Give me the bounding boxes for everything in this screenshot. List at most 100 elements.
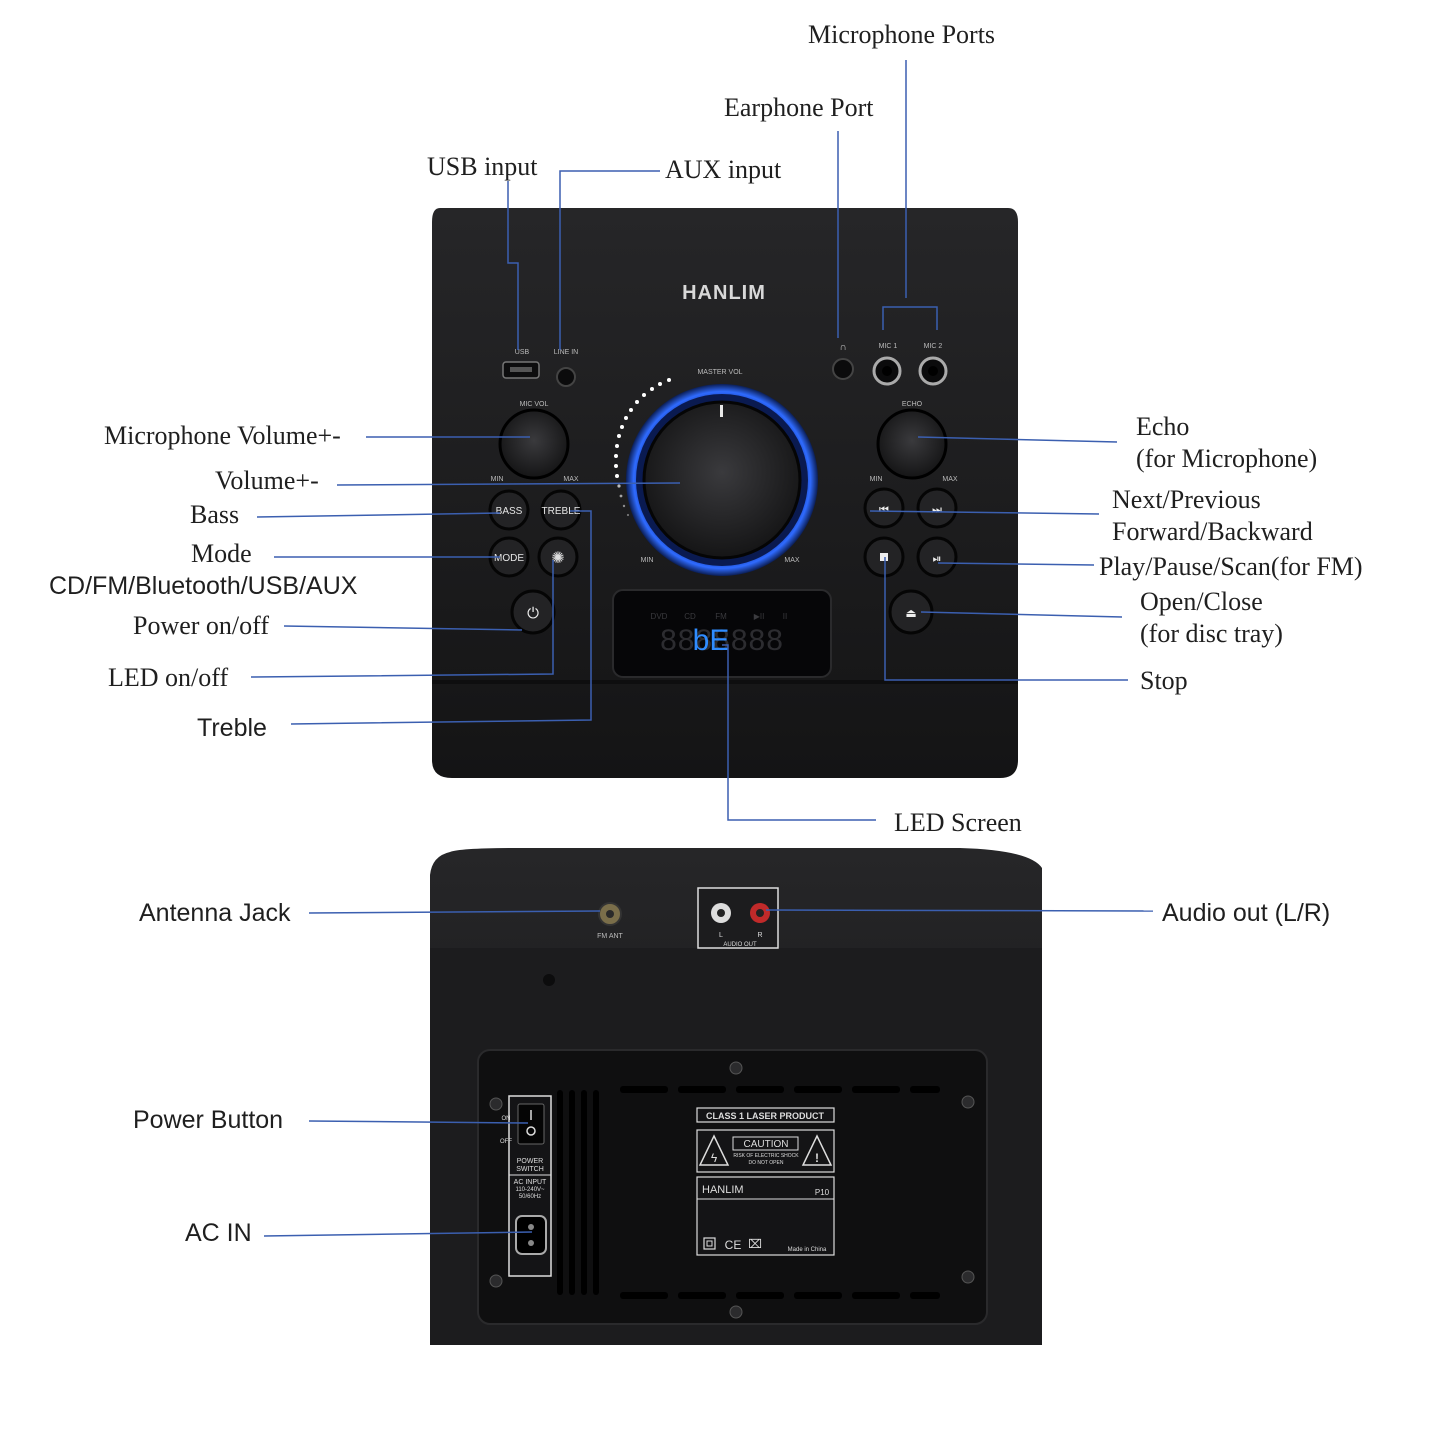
- label-echo: Echo (for Microphone): [1136, 414, 1317, 472]
- ac-input-text-3: 50/60Hz: [519, 1194, 541, 1200]
- fm-ant-label: FM ANT: [597, 933, 623, 940]
- vent-slots-top: [620, 1086, 940, 1093]
- display-digits-dim: 8888888: [660, 624, 784, 657]
- switch-on-label: ON: [502, 1116, 511, 1122]
- back-panel: FM ANT L R AUDIO OUT: [430, 848, 1042, 1345]
- echo-max: MAX: [942, 476, 958, 483]
- earphone-jack: [832, 358, 854, 380]
- leader-ac-in: [263, 1231, 533, 1237]
- warning-icon-left: [698, 1134, 730, 1166]
- mode-button-label: MODE: [494, 553, 524, 564]
- ac-input-text-1: AC INPUT: [514, 1179, 547, 1186]
- led-display: [612, 589, 832, 678]
- caution-sub-1: RISK OF ELECTRIC SHOCK: [733, 1153, 799, 1159]
- front-panel: HANLIM USB LINE IN ∩ MIC 1 MIC 2 MIC VOL…: [432, 208, 1018, 778]
- caution-text: CAUTION: [744, 1139, 789, 1150]
- echo-knob-label: ECHO: [902, 401, 923, 408]
- master-vol-label: MASTER VOL: [697, 369, 742, 376]
- echo-knob: [876, 408, 948, 480]
- svg-text:CD: CD: [684, 612, 696, 621]
- label-antenna-jack: Antenna Jack: [139, 899, 291, 927]
- master-vol-min: MIN: [641, 557, 654, 564]
- label-next-previous: Next/Previous Forward/Backward: [1112, 487, 1313, 545]
- power-icon: ⏻: [527, 605, 539, 622]
- label-power-button: Power Button: [133, 1106, 284, 1134]
- power-switch-text-1: POWER: [517, 1158, 543, 1165]
- play-pause-button: [916, 536, 958, 578]
- headphone-icon: ∩: [839, 342, 846, 353]
- treble-button: [540, 489, 582, 531]
- label-mode: Mode: [191, 539, 252, 568]
- made-in-text: Made in China: [788, 1247, 827, 1253]
- brand-logo: HANLIM: [682, 282, 766, 304]
- next-icon: ⏭: [932, 504, 942, 516]
- leader-antenna: [308, 910, 601, 914]
- svg-text:FM: FM: [715, 612, 727, 621]
- master-vol-max: MAX: [784, 557, 800, 564]
- usb-port-label: USB: [515, 349, 530, 356]
- label-play-pause: Play/Pause/Scan(for FM): [1099, 552, 1363, 581]
- sun-icon: ✺: [551, 550, 564, 567]
- leader-play: [937, 562, 1095, 566]
- mic2-label: MIC 2: [924, 343, 943, 350]
- label-echo-line2: (for Microphone): [1136, 444, 1318, 473]
- leader-power-button: [308, 1120, 529, 1124]
- leader-power: [283, 625, 523, 631]
- leader-lines: [250, 60, 1154, 1237]
- previous-icon: ⏮: [879, 504, 889, 516]
- label-ac-in: AC IN: [185, 1219, 252, 1247]
- label-microphone-ports: Microphone Ports: [808, 20, 996, 49]
- label-treble: Treble: [197, 714, 267, 742]
- mic-volume-knob: [498, 408, 570, 480]
- label-aux-input: AUX input: [665, 155, 782, 184]
- leader-audio-out: [765, 909, 1154, 912]
- echo-min: MIN: [870, 476, 883, 483]
- switch-off-label: OFF: [500, 1139, 512, 1145]
- mic-vol-label: MIC VOL: [520, 401, 549, 408]
- label-microphone-volume: Microphone Volume+-: [104, 421, 341, 450]
- svg-text:DVD: DVD: [651, 612, 668, 621]
- rating-label: [696, 1176, 835, 1256]
- volume-level-dots: [614, 378, 671, 517]
- warning-icon-right: [801, 1134, 833, 1166]
- line-in-label: LINE IN: [554, 349, 579, 356]
- mic-vol-min: MIN: [491, 476, 504, 483]
- leader-led: [250, 560, 554, 678]
- label-stop: Stop: [1140, 666, 1188, 695]
- power-switch-text-2: SWITCH: [516, 1166, 544, 1173]
- label-power-onoff: Power on/off: [133, 611, 270, 640]
- display-digits-active: bE: [693, 624, 730, 657]
- leader-aux: [559, 170, 660, 350]
- label-earphone-port: Earphone Port: [724, 93, 874, 122]
- power-rocker-switch: [517, 1103, 545, 1145]
- label-led-screen: LED Screen: [894, 808, 1022, 837]
- mic-vol-max: MAX: [563, 476, 579, 483]
- label-echo-line1: Echo: [1136, 412, 1190, 441]
- master-volume-knob: [642, 400, 802, 560]
- label-next-prev-line2: Forward/Backward: [1112, 517, 1313, 546]
- treble-button-label: TREBLE: [542, 506, 581, 517]
- mic1-label: MIC 1: [879, 343, 898, 350]
- screws: [489, 1061, 975, 1319]
- ce-mark: CE: [725, 1238, 742, 1252]
- rca-r-label: R: [757, 932, 762, 939]
- label-usb-input: USB input: [427, 152, 538, 181]
- ac-socket: [515, 1215, 547, 1255]
- leader-open-close: [920, 611, 1123, 618]
- leader-echo: [917, 436, 1118, 443]
- svg-text:II: II: [783, 612, 787, 621]
- bass-button: [488, 489, 530, 531]
- class2-mark: [703, 1237, 716, 1250]
- leader-treble: [290, 510, 592, 725]
- display-tags: DVD CD FM ▶II II: [651, 612, 788, 621]
- label-open-close-line1: Open/Close: [1140, 587, 1263, 616]
- label-next-prev-line1: Next/Previous: [1112, 485, 1261, 514]
- play-pause-icon: ⏯: [933, 553, 942, 565]
- label-audio-out-main: Audio out: [1162, 899, 1268, 927]
- screw-hole: [543, 974, 555, 986]
- rating-model: P10: [815, 1188, 830, 1197]
- leader-next-prev: [869, 510, 1100, 515]
- label-open-close-line2: (for disc tray): [1140, 619, 1283, 648]
